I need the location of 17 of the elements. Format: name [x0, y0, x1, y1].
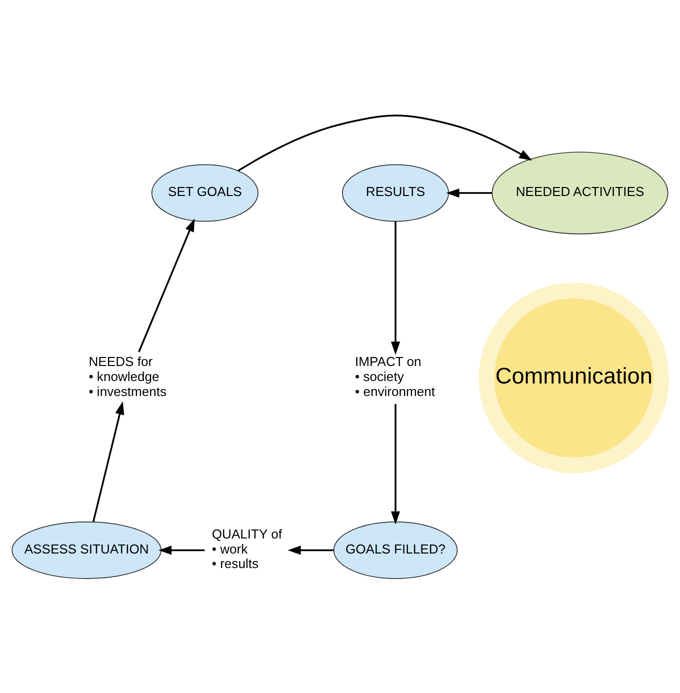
arrow: [390, 403, 400, 524]
arrow: [446, 188, 492, 198]
arrow: [390, 220, 400, 354]
node-text: NEEDS for • knowledge • investments: [88, 354, 167, 398]
arrow: [158, 545, 205, 554]
node-text: IMPACT on • society • environment: [355, 354, 436, 398]
node-text: QUALITY of • work • results: [212, 526, 282, 571]
node-ellipse: SET GOALS: [151, 164, 258, 222]
arrow: [138, 218, 195, 352]
arrow: [288, 545, 334, 554]
node-circle: Communication: [478, 282, 670, 473]
arrow: [92, 400, 124, 522]
node-ellipse: RESULTS: [342, 164, 450, 222]
node-ellipse: NEEDED ACTIVITIES: [492, 151, 668, 234]
node-ellipse: ASSESS SITUATION: [12, 521, 162, 578]
arrow: [238, 114, 532, 172]
node-ellipse: GOALS FILLED?: [333, 521, 458, 578]
